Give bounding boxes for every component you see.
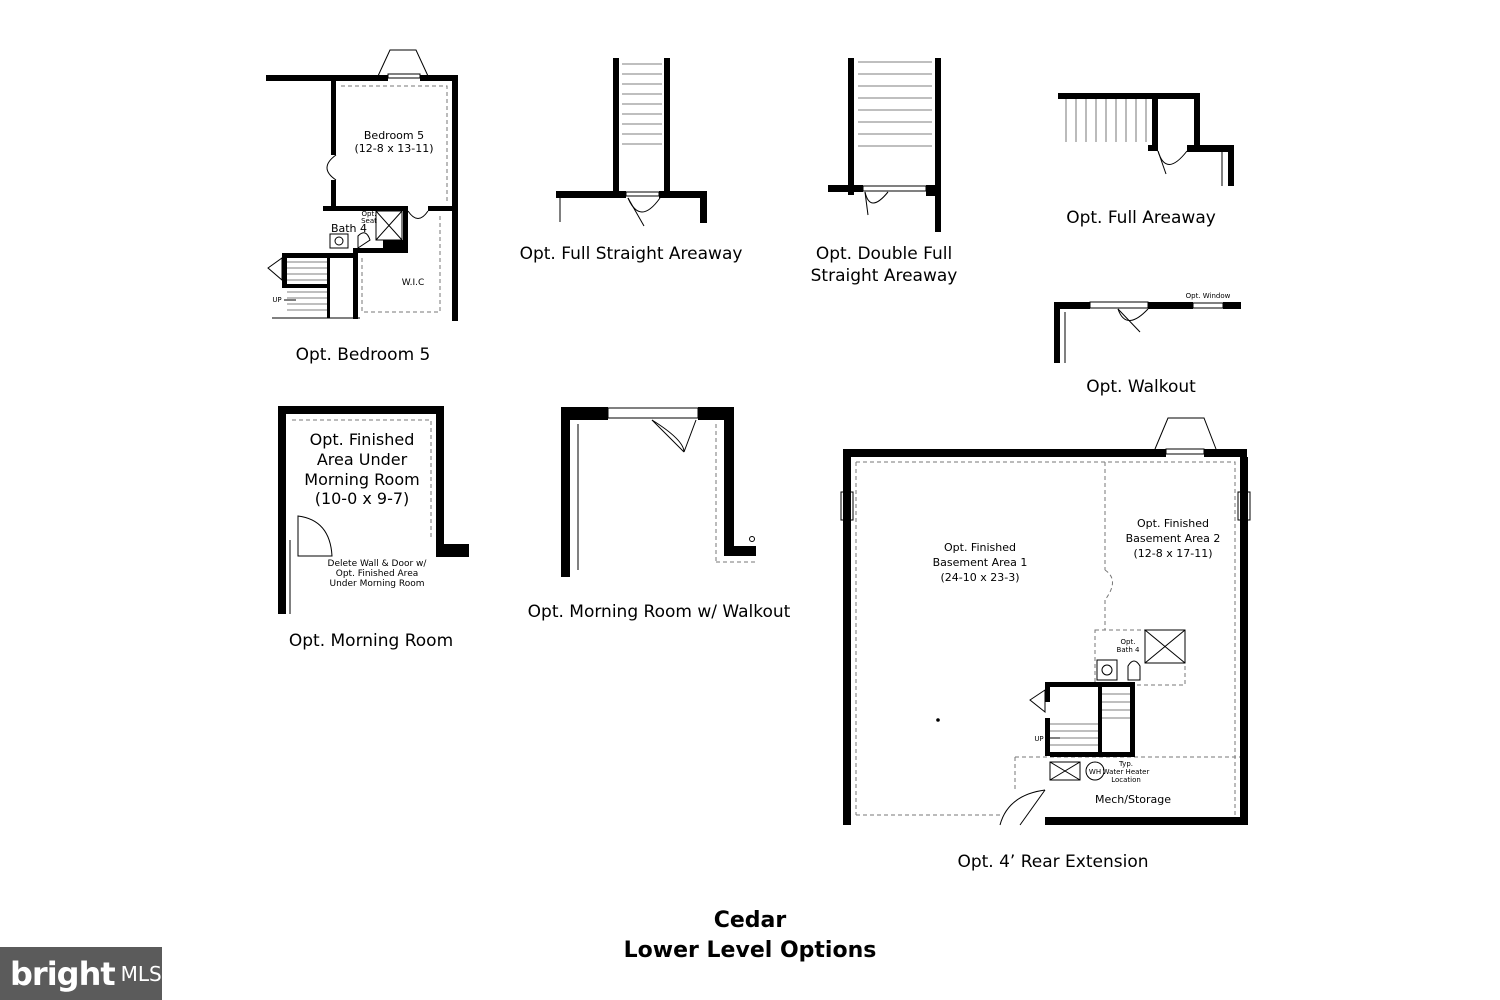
delete-wall-3: Under Morning Room [329, 579, 424, 589]
opt-seat-label-1: Opt. [362, 210, 377, 218]
wh-label: WH [1089, 768, 1101, 776]
finished-morning-2: Area Under [317, 450, 408, 469]
stair-full-straight [622, 63, 662, 145]
basement2-3: (12-8 x 17-11) [1133, 547, 1212, 560]
stair-bedroom5 [267, 257, 360, 319]
wic-label: W.I.C [402, 278, 425, 288]
plan-morning-room: Opt. Finished Area Under Morning Room (1… [278, 406, 469, 651]
plan-walkout: Opt. Window Opt. Walkout [1054, 292, 1241, 397]
stair-full-areaway [1065, 99, 1147, 142]
basement2-2: Basement Area 2 [1126, 532, 1221, 545]
caption-bedroom5: Opt. Bedroom 5 [296, 345, 431, 365]
caption-morning-room-walkout: Opt. Morning Room w/ Walkout [528, 602, 791, 622]
plan-morning-room-walkout: Opt. Morning Room w/ Walkout [528, 407, 791, 622]
water-heater-2: Water Heater [1103, 768, 1150, 776]
delete-wall-2: Opt. Finished Area [336, 569, 419, 579]
finished-morning-3: Morning Room [304, 470, 419, 489]
basement2-1: Opt. Finished [1137, 517, 1209, 530]
opt-seat-label-2: Seat [361, 217, 377, 225]
caption-rear-extension: Opt. 4’ Rear Extension [957, 852, 1148, 872]
plan-full-straight-areaway: Opt. Full Straight Areaway [520, 58, 743, 264]
up-label-bedroom5: UP [272, 296, 281, 304]
caption-morning-room: Opt. Morning Room [289, 631, 453, 651]
bedroom5-name: Bedroom 5 [364, 129, 424, 142]
caption-full-areaway: Opt. Full Areaway [1066, 208, 1216, 228]
watermark-suffix: MLS [120, 961, 162, 986]
finished-morning-1: Opt. Finished [310, 430, 415, 449]
plan-double-full-straight-areaway: Opt. Double Full Straight Areaway [811, 58, 958, 286]
basement1-1: Opt. Finished [944, 541, 1016, 554]
caption-walkout: Opt. Walkout [1086, 377, 1196, 397]
caption-double-full-2: Straight Areaway [811, 266, 958, 286]
water-heater-3: Location [1111, 776, 1141, 784]
water-heater-1: Typ. [1118, 760, 1133, 768]
finished-morning-4: (10-0 x 9-7) [315, 489, 410, 508]
sheet-title: Cedar [714, 908, 787, 933]
bath4-label: Bath 4 [331, 222, 367, 235]
stair-double-full [858, 61, 932, 147]
caption-double-full-1: Opt. Double Full [816, 244, 952, 264]
plan-full-areaway: Opt. Full Areaway [1058, 93, 1234, 228]
basement1-2: Basement Area 1 [933, 556, 1028, 569]
opt-window-label: Opt. Window [1186, 292, 1231, 300]
bright-mls-watermark: bright MLS [0, 947, 162, 1000]
opt-bath4-1: Opt. [1121, 638, 1136, 646]
bedroom5-dims: (12-8 x 13-11) [354, 142, 433, 155]
caption-full-straight-areaway: Opt. Full Straight Areaway [520, 244, 743, 264]
mech-storage-label: Mech/Storage [1095, 793, 1171, 806]
watermark-brand: bright [10, 954, 116, 993]
up-label-extension: UP [1034, 735, 1043, 743]
stair-rear-extension [1029, 689, 1130, 746]
basement1-3: (24-10 x 23-3) [940, 571, 1019, 584]
opt-bath4-2: Bath 4 [1117, 646, 1140, 654]
delete-wall-1: Delete Wall & Door w/ [328, 559, 428, 569]
sheet-subtitle: Lower Level Options [624, 938, 877, 963]
plan-bedroom-5: Bedroom 5 (12-8 x 13-11) Bath 4 Opt. Sea… [266, 49, 458, 365]
plan-rear-extension: Opt. Finished Basement Area 1 (24-10 x 2… [840, 417, 1251, 872]
